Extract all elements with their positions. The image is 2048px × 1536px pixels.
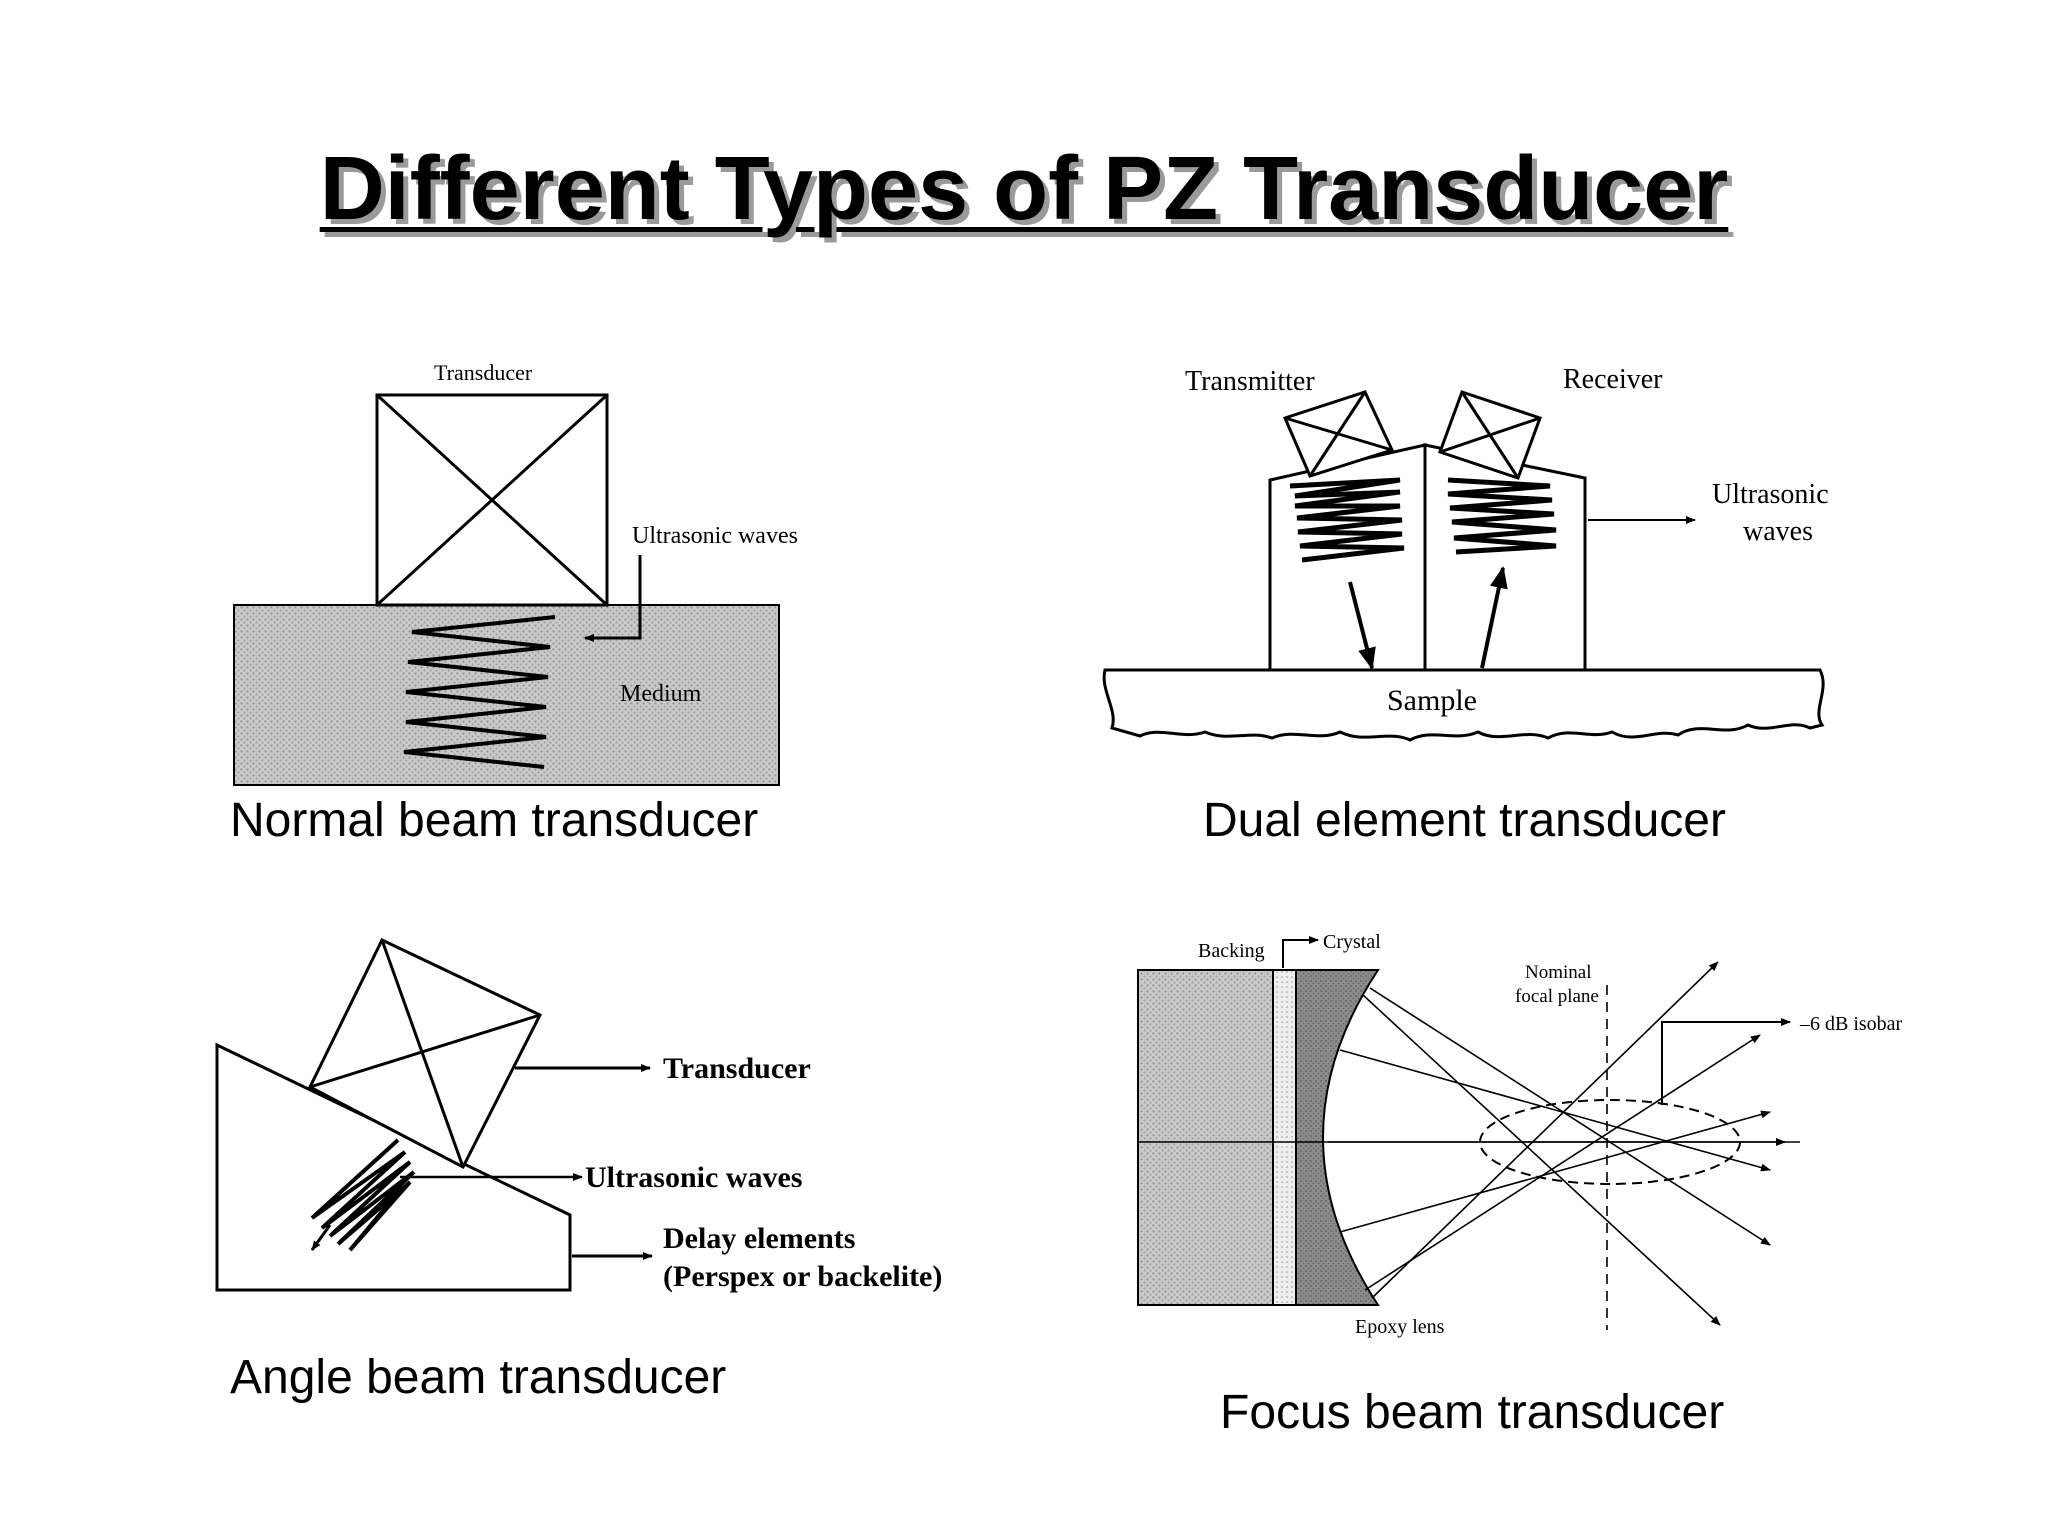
label-ultrasonic: Ultrasonic	[1712, 479, 1829, 510]
label-isobar: –6 dB isobar	[1799, 1013, 1903, 1035]
transmit-arrow	[1348, 581, 1376, 670]
refracted-arrow	[310, 1224, 332, 1251]
medium-block	[233, 604, 780, 786]
label-transducer: Transducer	[434, 360, 533, 385]
transmitter-waves	[1289, 477, 1405, 563]
angle-beam-diagram: Transducer Ultrasonic waves Delay elemen…	[215, 938, 942, 1293]
caption-normal-beam: Normal beam transducer	[230, 794, 759, 847]
label-focal-plane: focal plane	[1515, 986, 1599, 1007]
label-perspex: (Perspex or backelite)	[663, 1260, 942, 1293]
slide-title: Different Types of PZ Transducer	[319, 139, 1729, 239]
caption-dual-element: Dual element transducer	[1203, 794, 1726, 847]
waves-pointer	[584, 555, 642, 642]
sample-block	[1102, 668, 1825, 742]
receive-arrow	[1480, 566, 1508, 669]
label-backing: Backing	[1198, 940, 1265, 962]
label-ultrasonic-waves: Ultrasonic waves	[632, 523, 798, 549]
label-crystal: Crystal	[1323, 931, 1381, 953]
label-medium: Medium	[620, 681, 702, 707]
label-sample: Sample	[1387, 684, 1477, 717]
label-transmitter: Transmitter	[1185, 366, 1315, 397]
isobar-ellipse	[1479, 1099, 1741, 1185]
focus-rays	[1328, 961, 1786, 1326]
wave-zigzag	[403, 615, 556, 769]
backing-block	[1137, 969, 1274, 1306]
crystal-layer	[1272, 969, 1297, 1306]
focus-beam-diagram: Backing Crystal Nominal focal plane –6 d…	[1137, 931, 1903, 1338]
angle-transducer-box	[308, 938, 543, 1170]
crystal-pointer	[1282, 936, 1319, 968]
caption-focus-beam: Focus beam transducer	[1220, 1386, 1725, 1439]
normal-beam-diagram: Transducer Ultrasonic waves Medium	[233, 360, 798, 786]
receiver-waves	[1447, 477, 1557, 555]
epoxy-lens	[1295, 969, 1380, 1306]
transmitter-element	[1282, 390, 1395, 478]
label-angle-transducer: Transducer	[663, 1052, 811, 1085]
angle-wave-zigzag	[310, 1138, 416, 1252]
label-nominal: Nominal	[1525, 962, 1592, 983]
label-angle-ultrasonic-waves: Ultrasonic waves	[585, 1161, 802, 1194]
label-epoxy-lens: Epoxy lens	[1355, 1316, 1445, 1338]
receiver-element	[1438, 390, 1542, 480]
label-waves: waves	[1743, 516, 1813, 547]
caption-angle-beam: Angle beam transducer	[230, 1351, 727, 1404]
dual-element-diagram: Transmitter Receiver Ultrasonic waves Sa…	[1102, 364, 1829, 742]
label-receiver: Receiver	[1563, 364, 1663, 395]
isobar-pointer	[1661, 1018, 1791, 1105]
label-delay-elements: Delay elements	[663, 1222, 855, 1255]
transducer-box	[375, 393, 609, 607]
